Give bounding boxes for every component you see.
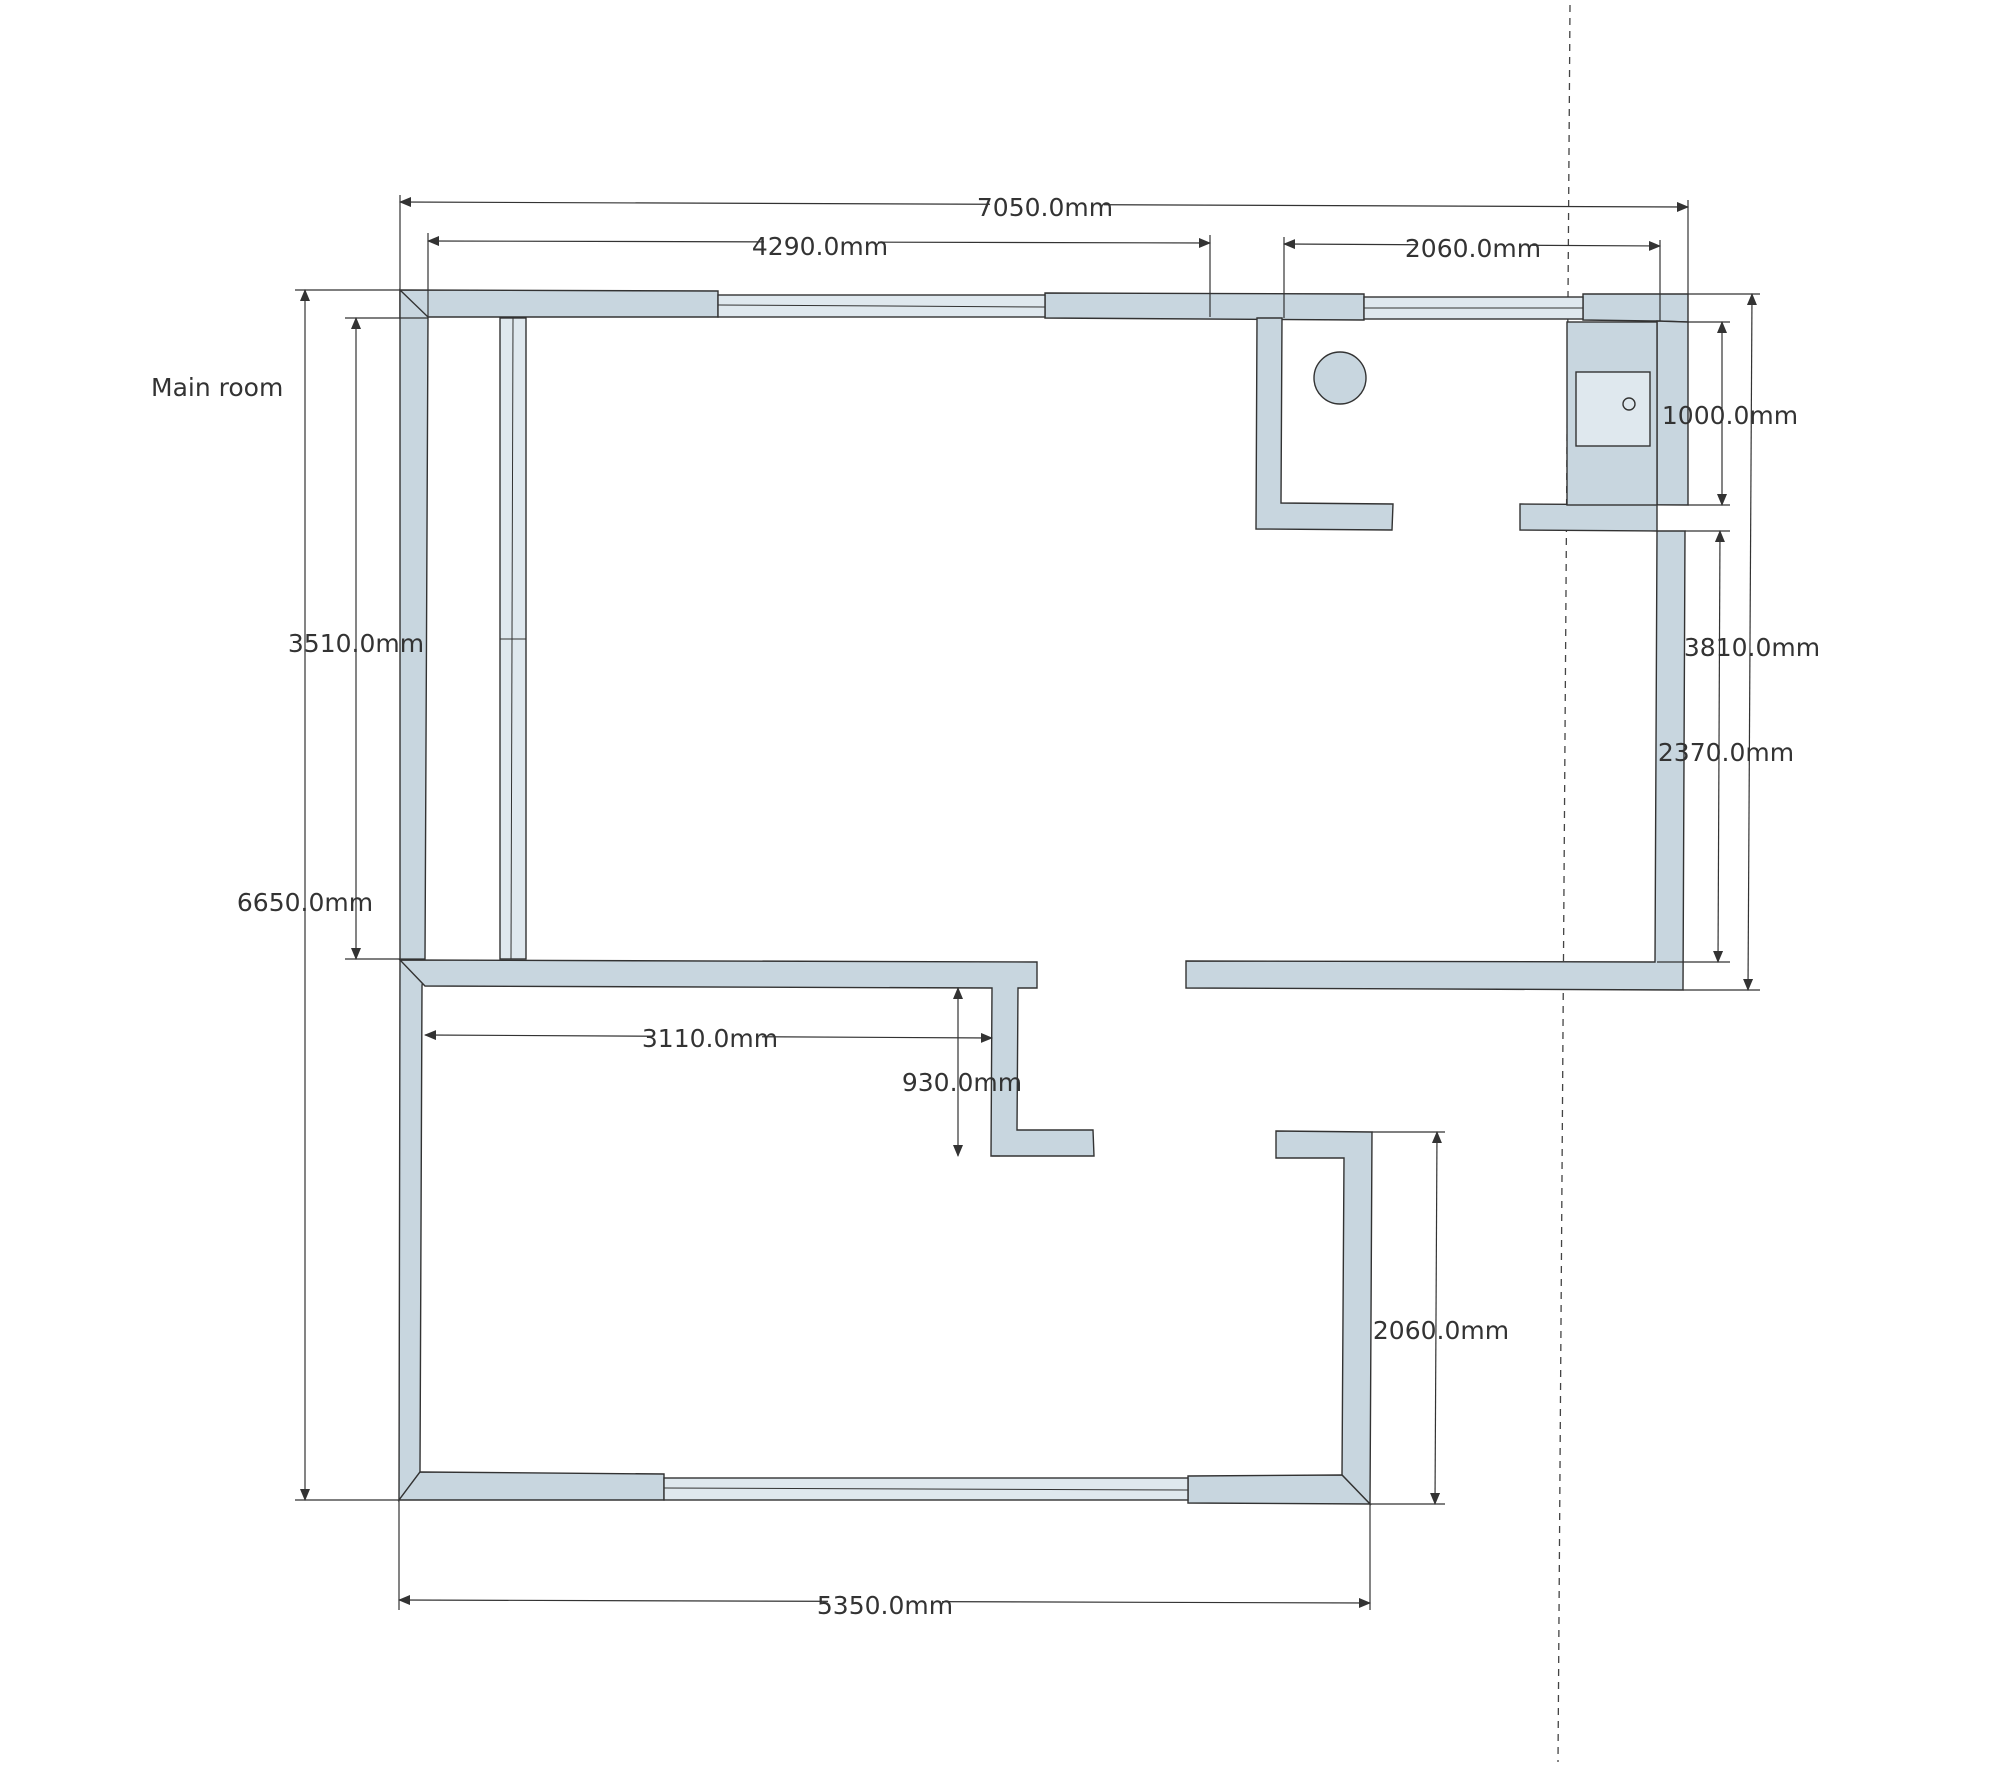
dim-inner-stub: 930.0mm (902, 1068, 1022, 1097)
bath-wall (1255, 317, 1394, 531)
sink-drain (1622, 397, 1636, 411)
dim-line-right-lower (1713, 530, 1725, 963)
toilet (1313, 351, 1367, 405)
dim-left-upper: 3510.0mm (288, 629, 424, 658)
room-label: Main room (151, 373, 284, 402)
dim-left-total: 6650.0mm (237, 888, 373, 917)
reference-line (1557, 4, 1571, 1763)
wall-top-left (399, 289, 719, 319)
wall-middle-right (1185, 530, 1686, 991)
dim-bottom-total: 5350.0mm (817, 1591, 953, 1620)
dim-right-lower: 2370.0mm (1658, 738, 1794, 767)
dim-top-left: 4290.0mm (752, 232, 888, 261)
dim-right-bath: 1000.0mm (1662, 401, 1798, 430)
wall-bottom-right (1187, 1474, 1372, 1505)
dim-top-total: 7050.0mm (977, 193, 1113, 222)
dim-lower-right: 2060.0mm (1373, 1316, 1509, 1345)
dim-line-right-total (1743, 293, 1757, 991)
dim-top-right: 2060.0mm (1405, 234, 1541, 263)
wall-middle-left (398, 959, 1095, 1157)
wall-top-right (1582, 293, 1689, 323)
sink (1575, 371, 1651, 447)
wall-lower-right (1275, 1130, 1373, 1506)
wall-top-mid (1044, 292, 1365, 321)
wall-bottom-left (397, 1471, 665, 1501)
dim-right-total: 3810.0mm (1684, 633, 1820, 662)
dim-inner-width: 3110.0mm (642, 1024, 778, 1053)
dim-line-lower-right (1430, 1131, 1442, 1505)
wall-left (398, 288, 429, 1503)
